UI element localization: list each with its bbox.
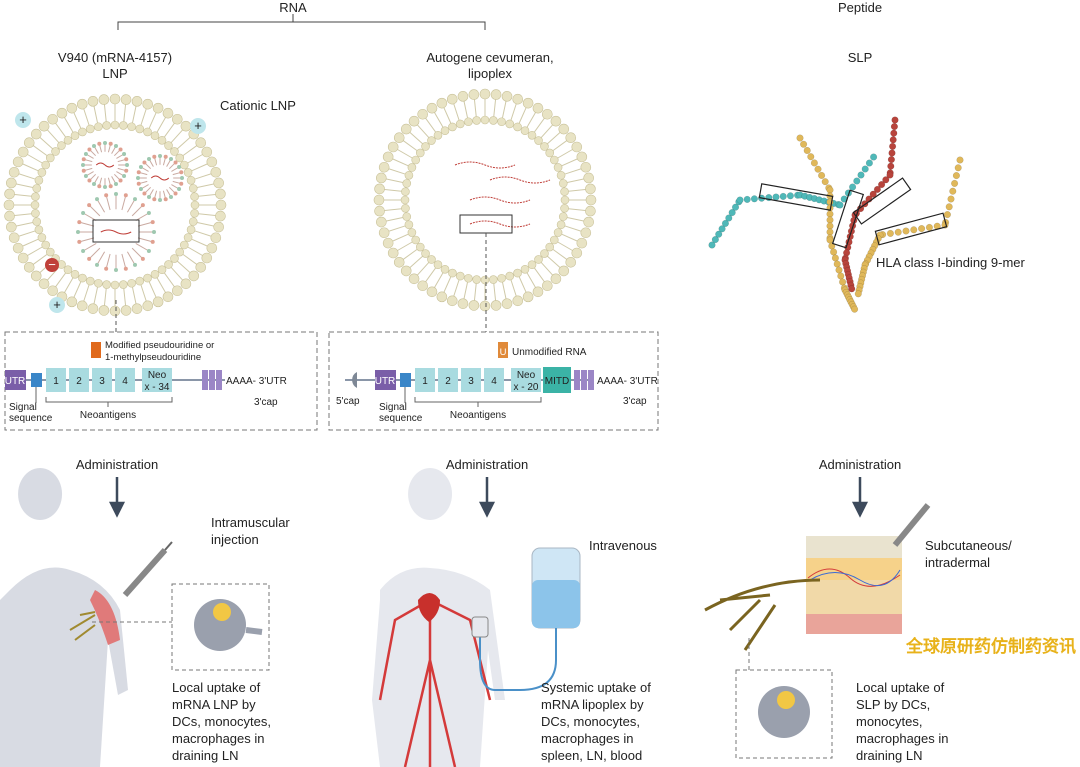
svg-text:UTR: UTR: [375, 376, 396, 387]
svg-text:macrophages in: macrophages in: [856, 731, 949, 746]
svg-text:1: 1: [53, 376, 59, 387]
syringe-icon: [122, 541, 173, 597]
svg-text:3: 3: [99, 376, 105, 387]
svg-text:+: +: [19, 112, 27, 127]
svg-text:3: 3: [468, 376, 474, 387]
svg-text:monocytes,: monocytes,: [856, 714, 922, 729]
svg-text:Local uptake of: Local uptake of: [172, 680, 261, 695]
svg-text:4: 4: [122, 376, 128, 387]
svg-text:macrophages in: macrophages in: [172, 731, 265, 746]
svg-text:Unmodified RNA: Unmodified RNA: [512, 347, 587, 358]
svg-text:Systemic uptake of: Systemic uptake of: [541, 680, 651, 695]
cationic-lnp-label: Cationic LNP: [220, 98, 296, 113]
svg-text:Neoantigens: Neoantigens: [450, 410, 506, 421]
dendritic-cell-icon: [194, 599, 263, 651]
svg-text:Administration: Administration: [76, 457, 158, 472]
rna-header: RNA: [279, 0, 307, 15]
svg-text:x - 20: x - 20: [513, 382, 538, 393]
rna-bracket: [117, 14, 486, 30]
svg-text:Local uptake of: Local uptake of: [856, 680, 945, 695]
svg-text:2: 2: [76, 376, 82, 387]
9-mer-boxes: [758, 177, 948, 249]
uptake-slp: Local uptake of SLP by DCs, monocytes, macr…: [856, 680, 949, 763]
body-intramuscular: [0, 468, 173, 767]
svg-text:Neo: Neo: [148, 370, 167, 381]
svg-text:mRNA LNP by: mRNA LNP by: [172, 697, 256, 712]
iv-bag-icon: [471, 547, 581, 691]
lipoplex-title-2: lipoplex: [468, 66, 513, 81]
peptide-header: Peptide: [838, 0, 882, 15]
svg-text:+: +: [53, 297, 61, 312]
svg-text:Administration: Administration: [819, 457, 901, 472]
svg-text:+: +: [194, 118, 202, 133]
svg-text:UTR: UTR: [5, 376, 26, 387]
lnp-title: V940 (mRNA-4157): [58, 50, 172, 65]
dc-callout: [171, 583, 270, 671]
svg-text:spleen, LN, blood: spleen, LN, blood: [541, 748, 642, 763]
svg-text:−: −: [48, 257, 56, 272]
svg-text:U: U: [500, 347, 507, 358]
slp-title: SLP: [848, 50, 873, 65]
svg-text:MITD: MITD: [545, 376, 569, 387]
svg-text:DCs, monocytes,: DCs, monocytes,: [541, 714, 640, 729]
svg-text:mRNA lipoplex by: mRNA lipoplex by: [541, 697, 644, 712]
svg-text:Administration: Administration: [446, 457, 528, 472]
mrna-4157-construct: Modified pseudouridine or 1-methylpseudo…: [4, 331, 318, 431]
svg-text:DCs, monocytes,: DCs, monocytes,: [172, 714, 271, 729]
body-intravenous: [372, 468, 581, 767]
autogene-cevumeran-construct: U Unmodified RNA 5'cap UTR 1 2 3 4 Neo x…: [328, 331, 659, 431]
svg-text:5'cap: 5'cap: [336, 396, 360, 407]
route-sc-2: intradermal: [925, 555, 990, 570]
svg-text:Signal: Signal: [9, 402, 37, 413]
route-im: Intramuscular: [211, 515, 290, 530]
svg-text:Neo: Neo: [517, 370, 536, 381]
svg-text:AAAA- 3'UTR: AAAA- 3'UTR: [226, 376, 287, 387]
charge-icons: + + + −: [15, 112, 206, 313]
syringe-icon: [892, 503, 931, 547]
uptake-lipoplex: Systemic uptake of mRNA lipoplex by DCs, m…: [541, 680, 651, 763]
dc-callout-sc: [735, 669, 833, 759]
svg-text:1: 1: [422, 376, 428, 387]
dendritic-cell-icon: [758, 686, 810, 738]
svg-text:AAAA- 3'UTR: AAAA- 3'UTR: [597, 376, 658, 387]
svg-text:3'cap: 3'cap: [623, 396, 647, 407]
svg-text:Signal: Signal: [379, 402, 407, 413]
watermark: 全球原研药仿制药资讯: [905, 636, 1076, 656]
uptake-lnp: Local uptake of mRNA LNP by DCs, monocytes…: [172, 680, 271, 763]
lnp-particle: [3, 93, 227, 317]
svg-text:Modified pseudouridine or: Modified pseudouridine or: [105, 340, 214, 351]
lnp-title-2: LNP: [102, 66, 127, 81]
peptide-chains: [708, 116, 964, 313]
svg-text:3'cap: 3'cap: [254, 397, 278, 408]
hla-9mer-label: HLA class I-binding 9-mer: [876, 255, 1026, 270]
svg-text:macrophages in: macrophages in: [541, 731, 634, 746]
svg-text:Neoantigens: Neoantigens: [80, 410, 136, 421]
svg-text:2: 2: [445, 376, 451, 387]
route-im-2: injection: [211, 532, 259, 547]
svg-text:4: 4: [491, 376, 497, 387]
route-sc: Subcutaneous/: [925, 538, 1012, 553]
svg-text:1-methylpseudouridine: 1-methylpseudouridine: [105, 352, 201, 363]
lipoplex-title: Autogene cevumeran,: [426, 50, 553, 65]
lnp-mrna-callout: [92, 219, 140, 243]
svg-text:draining LN: draining LN: [856, 748, 923, 763]
lipoplex-mrna-callout: [459, 214, 513, 234]
svg-text:sequence: sequence: [9, 413, 53, 424]
lipoplex-particle: [373, 88, 597, 312]
skin-section: [704, 503, 931, 651]
svg-text:SLP by DCs,: SLP by DCs,: [856, 697, 930, 712]
svg-text:x - 34: x - 34: [144, 382, 169, 393]
administration-row: Administration Administration Administra…: [76, 457, 901, 518]
route-iv: Intravenous: [589, 538, 657, 553]
svg-text:draining LN: draining LN: [172, 748, 239, 763]
svg-text:sequence: sequence: [379, 413, 423, 424]
